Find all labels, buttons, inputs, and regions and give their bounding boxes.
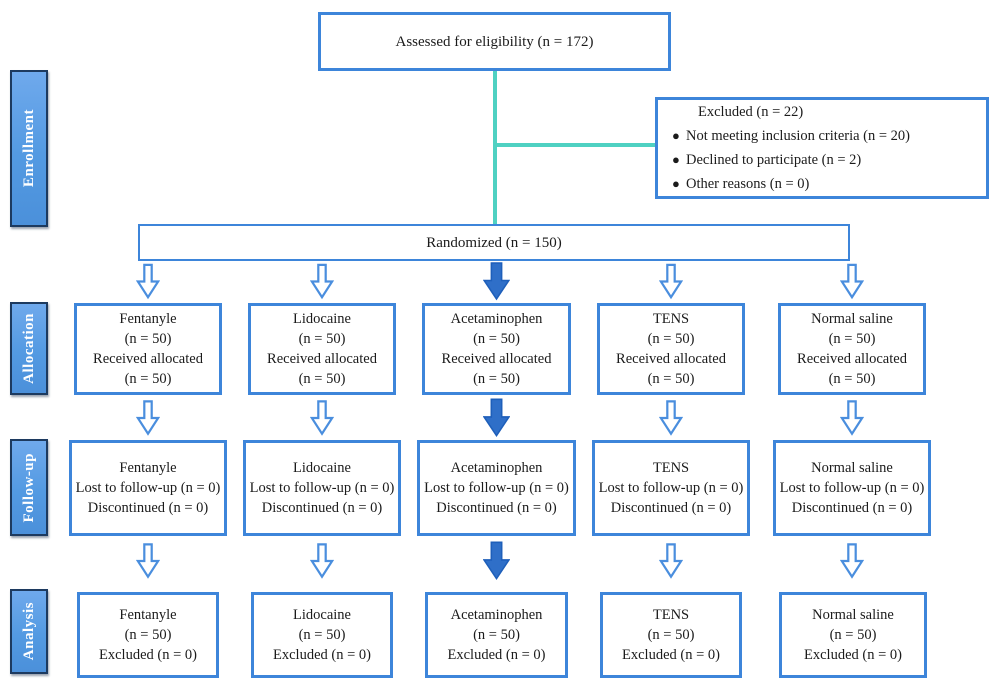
excluded-title: Excluded (n = 22) xyxy=(698,103,804,120)
allocation-box-normal-saline: Normal saline (n = 50) Received allocate… xyxy=(778,303,926,395)
stage-label-followup-text: Follow-up xyxy=(20,452,37,523)
down-arrow-icon xyxy=(310,400,334,436)
down-arrow-solid-icon xyxy=(483,541,510,581)
analysis-box-lidocaine: Lidocaine (n = 50) Excluded (n = 0) xyxy=(251,592,393,678)
allocation-box-tens: TENS (n = 50) Received allocated (n = 50… xyxy=(597,303,745,395)
analysis-box-text: TENS (n = 50) Excluded (n = 0) xyxy=(622,607,720,663)
down-arrow-icon xyxy=(840,543,864,579)
down-arrow-icon xyxy=(310,543,334,579)
allocation-box-lidocaine: Lidocaine (n = 50) Received allocated (n… xyxy=(248,303,396,395)
bullet-icon: ● xyxy=(672,175,680,191)
followup-box-acetaminophen: Acetaminophen Lost to follow-up (n = 0) … xyxy=(417,440,576,536)
analysis-box-text: Acetaminophen (n = 50) Excluded (n = 0) xyxy=(447,607,546,663)
analysis-box-text: Lidocaine (n = 50) Excluded (n = 0) xyxy=(273,607,371,663)
allocation-box-text: TENS (n = 50) Received allocated (n = 50… xyxy=(616,311,726,387)
randomized-box: Randomized (n = 150) xyxy=(138,224,850,261)
assessed-eligibility-box: Assessed for eligibility (n = 172) xyxy=(318,12,671,71)
stage-label-enrollment: Enrollment xyxy=(10,70,48,227)
down-arrow-icon xyxy=(659,263,683,300)
bullet-icon: ● xyxy=(672,151,680,167)
stage-label-allocation: Allocation xyxy=(10,302,48,395)
stage-label-analysis-text: Analysis xyxy=(20,602,37,661)
down-arrow-icon xyxy=(136,543,160,579)
stage-label-analysis: Analysis xyxy=(10,589,48,674)
allocation-box-text: Normal saline (n = 50) Received allocate… xyxy=(797,311,907,387)
analysis-box-normal-saline: Normal saline (n = 50) Excluded (n = 0) xyxy=(779,592,927,678)
down-arrow-solid-icon xyxy=(483,398,510,438)
excluded-item: ● Other reasons (n = 0) xyxy=(672,172,978,196)
followup-box-text: TENS Lost to follow-up (n = 0) Discontin… xyxy=(598,460,744,516)
excluded-box: Excluded (n = 22) ● Not meeting inclusio… xyxy=(655,97,989,199)
down-arrow-icon xyxy=(310,263,334,300)
excluded-item-text: Not meeting inclusion criteria (n = 20) xyxy=(686,127,911,144)
allocation-box-text: Fentanyle (n = 50) Received allocated (n… xyxy=(93,311,203,387)
followup-box-lidocaine: Lidocaine Lost to follow-up (n = 0) Disc… xyxy=(243,440,401,536)
followup-box-fentanyle: Fentanyle Lost to follow-up (n = 0) Disc… xyxy=(69,440,227,536)
analysis-box-tens: TENS (n = 50) Excluded (n = 0) xyxy=(600,592,742,678)
down-arrow-solid-icon xyxy=(483,262,510,301)
bullet-icon: ● xyxy=(672,127,680,143)
down-arrow-icon xyxy=(840,263,864,300)
followup-box-text: Normal saline Lost to follow-up (n = 0) … xyxy=(779,460,925,516)
followup-box-text: Acetaminophen Lost to follow-up (n = 0) … xyxy=(424,460,569,516)
followup-box-tens: TENS Lost to follow-up (n = 0) Discontin… xyxy=(592,440,750,536)
analysis-box-text: Fentanyle (n = 50) Excluded (n = 0) xyxy=(99,607,197,663)
analysis-box-acetaminophen: Acetaminophen (n = 50) Excluded (n = 0) xyxy=(425,592,568,678)
excluded-item-text: Other reasons (n = 0) xyxy=(686,175,810,192)
excluded-item: ● Not meeting inclusion criteria (n = 20… xyxy=(672,124,978,148)
stage-label-followup: Follow-up xyxy=(10,439,48,536)
connector-line-vertical xyxy=(493,71,497,225)
assessed-eligibility-text: Assessed for eligibility (n = 172) xyxy=(395,33,594,50)
stage-label-enrollment-text: Enrollment xyxy=(20,109,37,188)
excluded-item: ● Declined to participate (n = 2) xyxy=(672,148,978,172)
down-arrow-icon xyxy=(840,400,864,436)
followup-box-text: Lidocaine Lost to follow-up (n = 0) Disc… xyxy=(249,460,395,516)
down-arrow-icon xyxy=(659,400,683,436)
analysis-box-text: Normal saline (n = 50) Excluded (n = 0) xyxy=(804,607,902,663)
down-arrow-icon xyxy=(136,400,160,436)
down-arrow-icon xyxy=(659,543,683,579)
allocation-box-text: Lidocaine (n = 50) Received allocated (n… xyxy=(267,311,377,387)
allocation-box-acetaminophen: Acetaminophen (n = 50) Received allocate… xyxy=(422,303,571,395)
down-arrow-icon xyxy=(136,263,160,300)
allocation-box-fentanyle: Fentanyle (n = 50) Received allocated (n… xyxy=(74,303,222,395)
stage-label-allocation-text: Allocation xyxy=(20,313,37,384)
analysis-box-fentanyle: Fentanyle (n = 50) Excluded (n = 0) xyxy=(77,592,219,678)
connector-line-to-excluded xyxy=(493,143,656,147)
followup-box-text: Fentanyle Lost to follow-up (n = 0) Disc… xyxy=(75,460,221,516)
allocation-box-text: Acetaminophen (n = 50) Received allocate… xyxy=(441,311,552,387)
randomized-text: Randomized (n = 150) xyxy=(426,234,562,251)
followup-box-normal-saline: Normal saline Lost to follow-up (n = 0) … xyxy=(773,440,931,536)
excluded-item-text: Declined to participate (n = 2) xyxy=(686,151,862,168)
